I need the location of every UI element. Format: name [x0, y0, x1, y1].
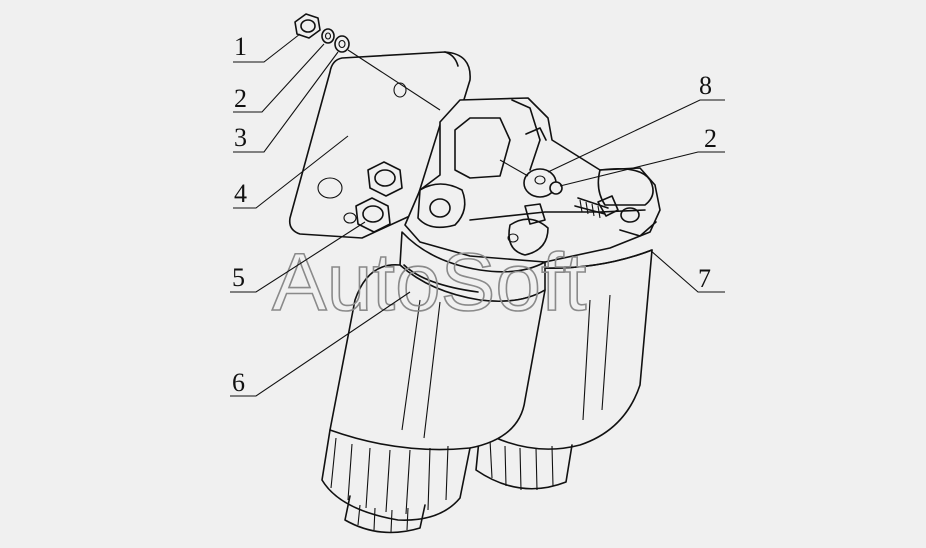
- left-filter-canister: [321, 231, 546, 534]
- callout-1: 1: [234, 32, 247, 61]
- callout-2-left: 2: [234, 84, 247, 113]
- hex-bolts: [355, 161, 403, 233]
- callout-labels: 1 2 3 4 5 6 8 2 7: [232, 32, 717, 397]
- spacer-washer: [499, 159, 563, 198]
- callout-7: 7: [698, 264, 711, 293]
- callout-4: 4: [234, 179, 247, 208]
- callout-8: 8: [699, 71, 712, 100]
- callout-2-right: 2: [704, 124, 717, 153]
- mounting-bracket-plate: [288, 51, 471, 239]
- callout-5: 5: [232, 263, 245, 292]
- leader-lines: [230, 33, 725, 397]
- callout-6: 6: [232, 368, 245, 397]
- callout-3: 3: [234, 123, 247, 152]
- watermark: AutoSoft: [272, 237, 587, 328]
- nut-and-washers: [294, 13, 441, 111]
